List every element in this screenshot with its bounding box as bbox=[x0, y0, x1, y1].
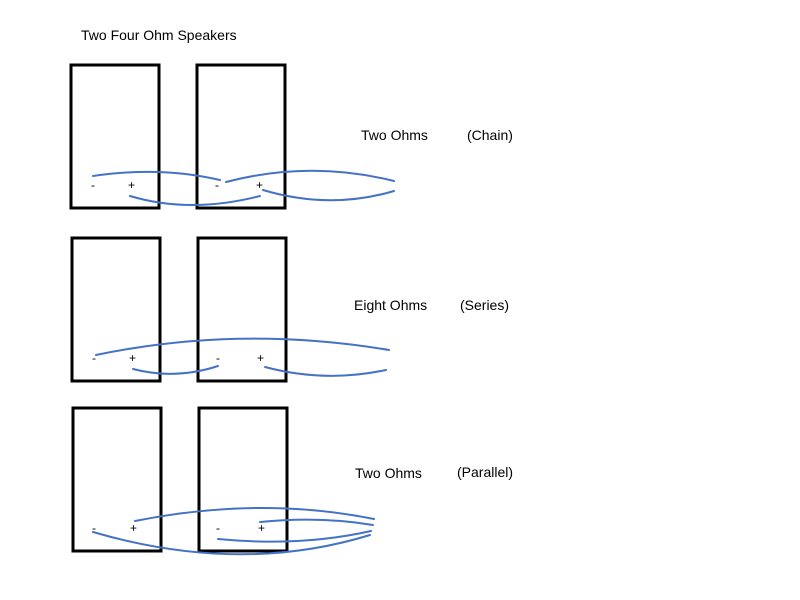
speaker-box-2-right bbox=[196, 236, 288, 383]
section-1-mode-label: (Chain) bbox=[467, 127, 513, 143]
terminal-3-right-negative: - bbox=[216, 521, 220, 535]
wire-chain-pos-out bbox=[262, 189, 395, 202]
wire-parallel-neg-out bbox=[92, 531, 371, 556]
speaker-box-1-right bbox=[195, 63, 287, 210]
wire-chain-neg-neg bbox=[92, 170, 221, 181]
terminal-1-left-positive: + bbox=[128, 178, 136, 192]
page-title: Two Four Ohm Speakers bbox=[81, 27, 237, 43]
wire-chain-neg-out bbox=[225, 169, 395, 183]
section-2-mode-label: (Series) bbox=[460, 297, 510, 313]
section-1-ohms-label: Two Ohms bbox=[361, 127, 428, 143]
wire-parallel-pos-link bbox=[259, 518, 374, 526]
terminal-3-right-positive: + bbox=[258, 521, 266, 535]
terminal-1-left-negative: - bbox=[91, 178, 95, 192]
terminal-1-right-positive: + bbox=[256, 178, 264, 192]
terminal-1-right-negative: - bbox=[215, 178, 219, 192]
wire-chain-pos-neg bbox=[129, 195, 261, 206]
wire-parallel-neg-link bbox=[217, 530, 372, 543]
speaker-box-3-left bbox=[71, 406, 163, 553]
wires bbox=[92, 169, 395, 556]
speaker-box-1-left bbox=[69, 63, 161, 210]
speaker-box-2-left bbox=[70, 236, 162, 383]
terminal-2-right-negative: - bbox=[216, 351, 220, 365]
speaker-box-3-right bbox=[197, 406, 289, 553]
section-3-mode-label: (Parallel) bbox=[457, 464, 514, 480]
terminal-2-left-negative: - bbox=[92, 351, 96, 365]
terminal-2-left-positive: + bbox=[129, 351, 137, 365]
wire-parallel-pos-out bbox=[134, 507, 375, 522]
terminal-2-right-positive: + bbox=[257, 351, 265, 365]
section-3-ohms-label: Two Ohms bbox=[355, 465, 422, 481]
wire-series-neg-out bbox=[95, 337, 390, 356]
terminal-3-left-negative: - bbox=[92, 521, 96, 535]
wire-series-pos-neg bbox=[132, 365, 219, 375]
wire-series-pos-out bbox=[264, 366, 387, 377]
terminal-3-left-positive: + bbox=[130, 521, 138, 535]
speaker-boxes bbox=[69, 63, 289, 553]
section-2-ohms-label: Eight Ohms bbox=[354, 297, 428, 313]
